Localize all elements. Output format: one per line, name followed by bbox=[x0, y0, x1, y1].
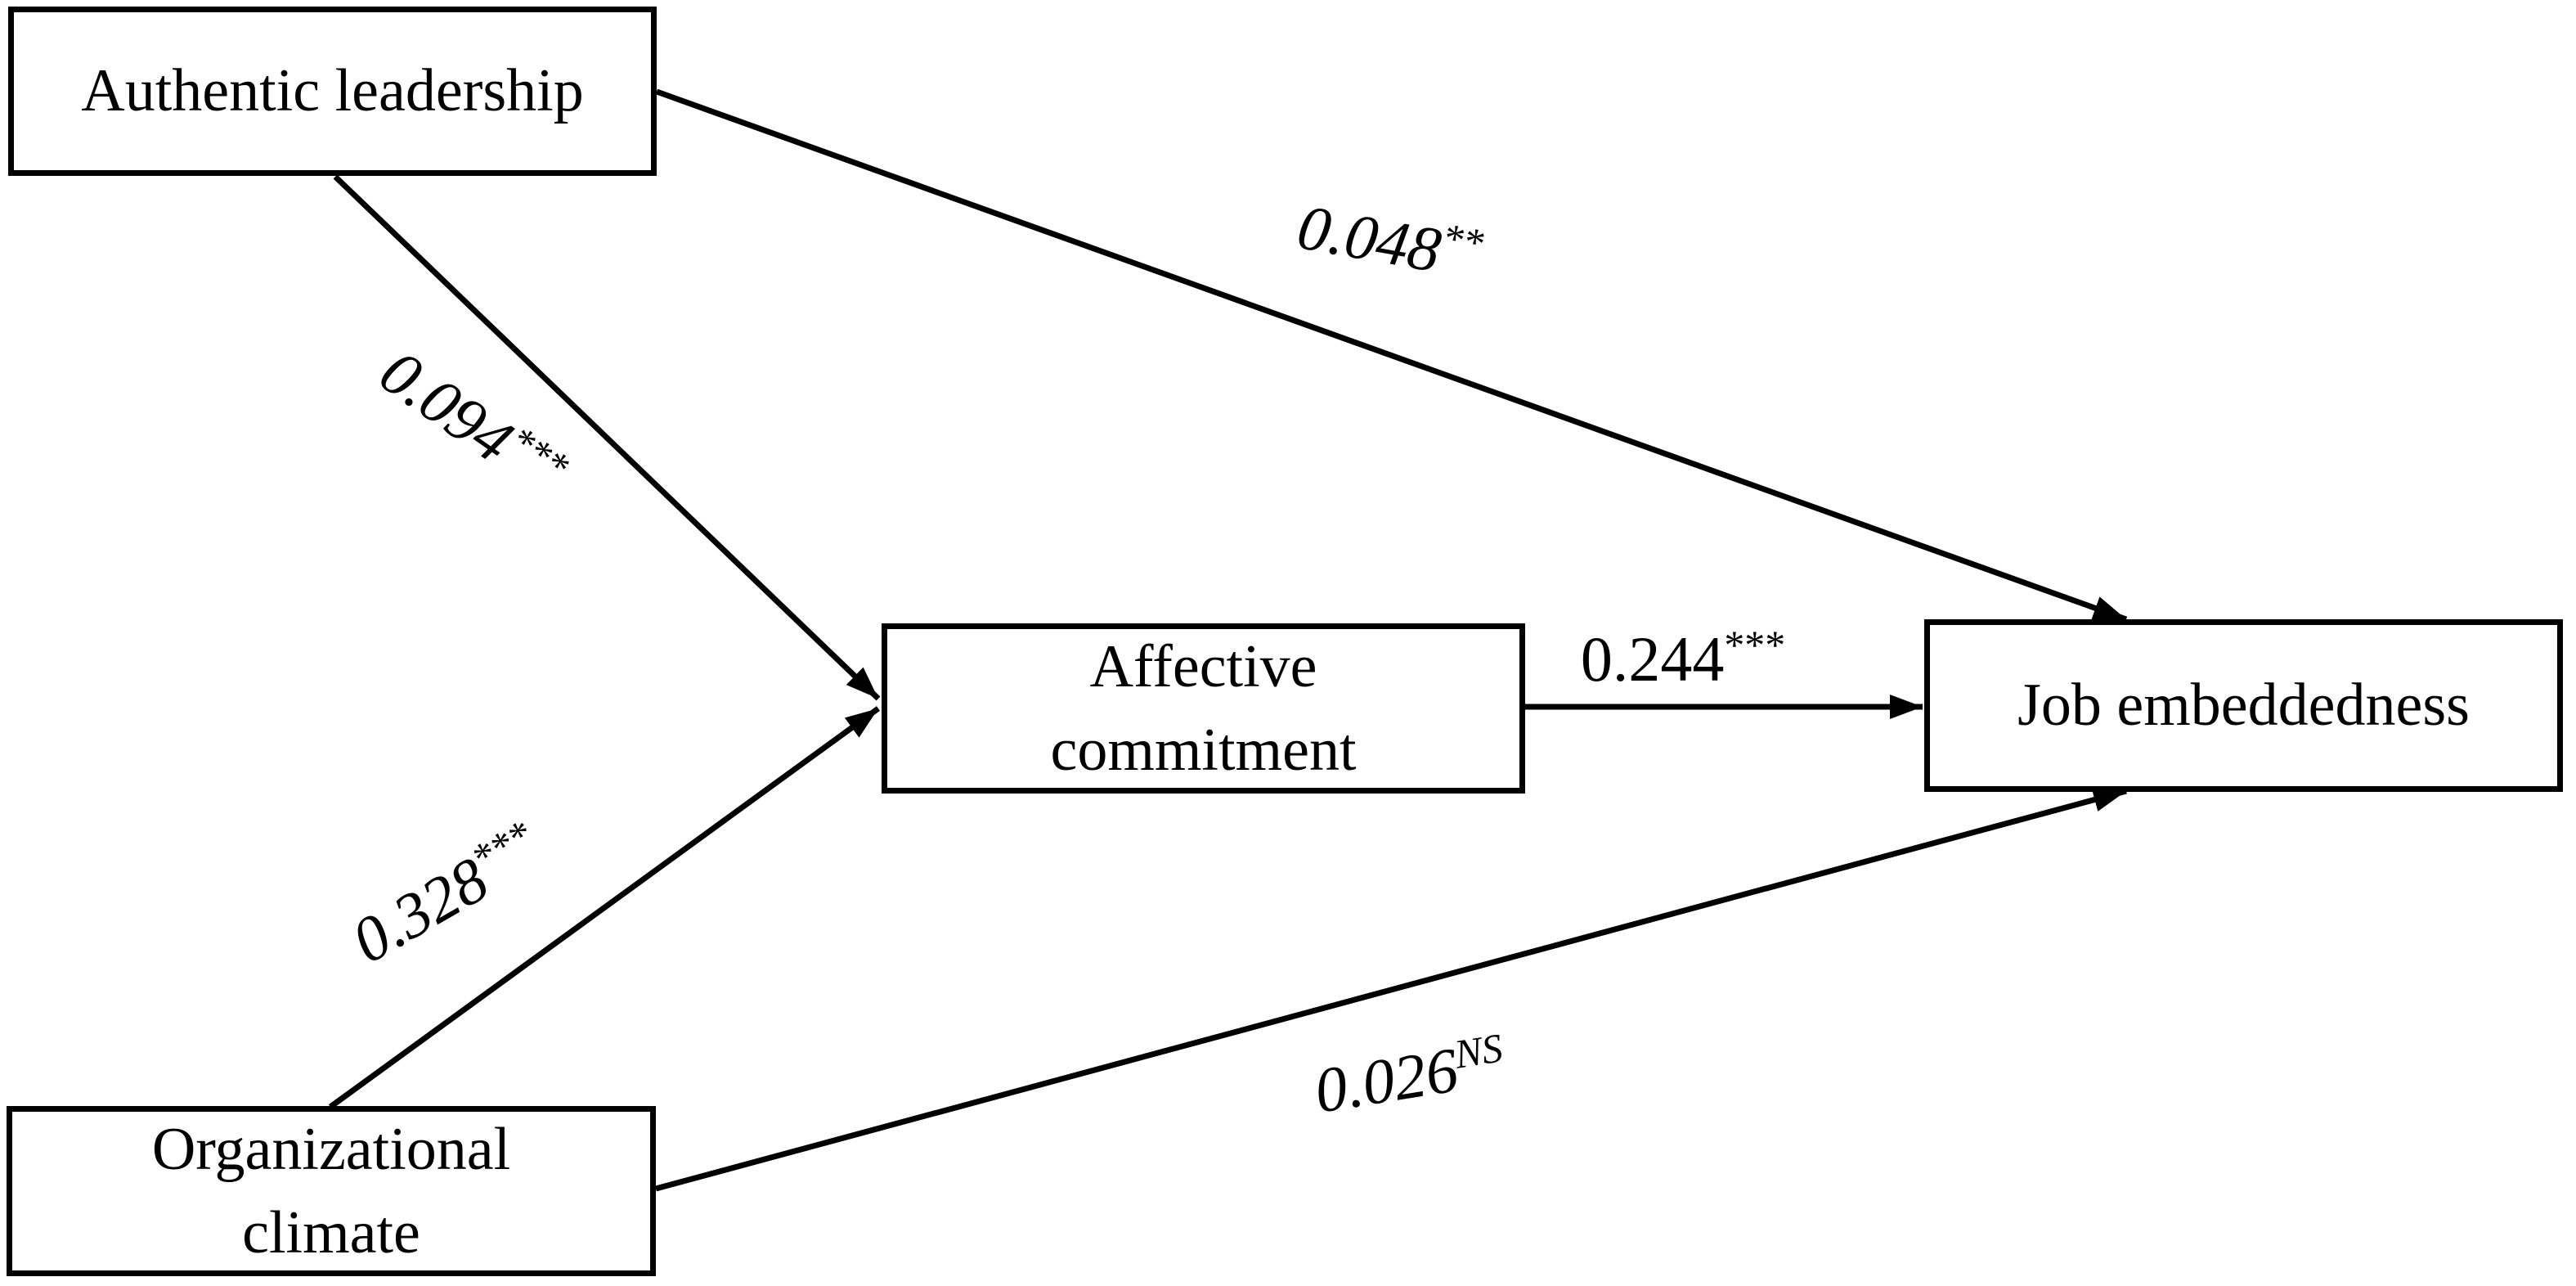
path-coefficient-affective-to-embeddedness: 0.244*** bbox=[1581, 623, 1785, 696]
node-authentic-leadership: Authentic leadership bbox=[8, 7, 657, 176]
arrow-climate-to-embeddedness bbox=[655, 787, 2127, 1192]
arrow-authentic-to-embeddedness bbox=[655, 88, 2128, 623]
node-job-embeddedness: Job embeddedness bbox=[1924, 619, 2563, 792]
node-authentic-leadership-label: Authentic leadership bbox=[81, 57, 584, 125]
path-coefficient-authentic-to-affective: 0.094*** bbox=[367, 335, 577, 512]
node-organizational-climate-label: Organizational climate bbox=[151, 1115, 511, 1266]
node-affective-commitment-label: Affective commitment bbox=[1050, 632, 1357, 784]
coefficient-value: 0.026 bbox=[1309, 1033, 1463, 1126]
significance-marker: *** bbox=[1724, 623, 1786, 668]
path-coefficient-authentic-to-embeddedness: 0.048** bbox=[1292, 190, 1487, 295]
arrow-authentic-to-affective bbox=[333, 174, 881, 701]
node-affective-commitment: Affective commitment bbox=[882, 623, 1525, 794]
significance-marker: ** bbox=[1438, 214, 1487, 267]
coefficient-value: 0.244 bbox=[1580, 623, 1725, 695]
significance-marker: NS bbox=[1451, 1025, 1506, 1077]
path-coefficient-climate-to-embeddedness: 0.026NS bbox=[1310, 1025, 1510, 1127]
coefficient-value: 0.048 bbox=[1292, 191, 1447, 286]
node-job-embeddedness-label: Job embeddedness bbox=[2017, 672, 2470, 740]
node-organizational-climate: Organizational climate bbox=[7, 1106, 656, 1276]
path-coefficient-climate-to-affective: 0.328*** bbox=[339, 812, 554, 978]
